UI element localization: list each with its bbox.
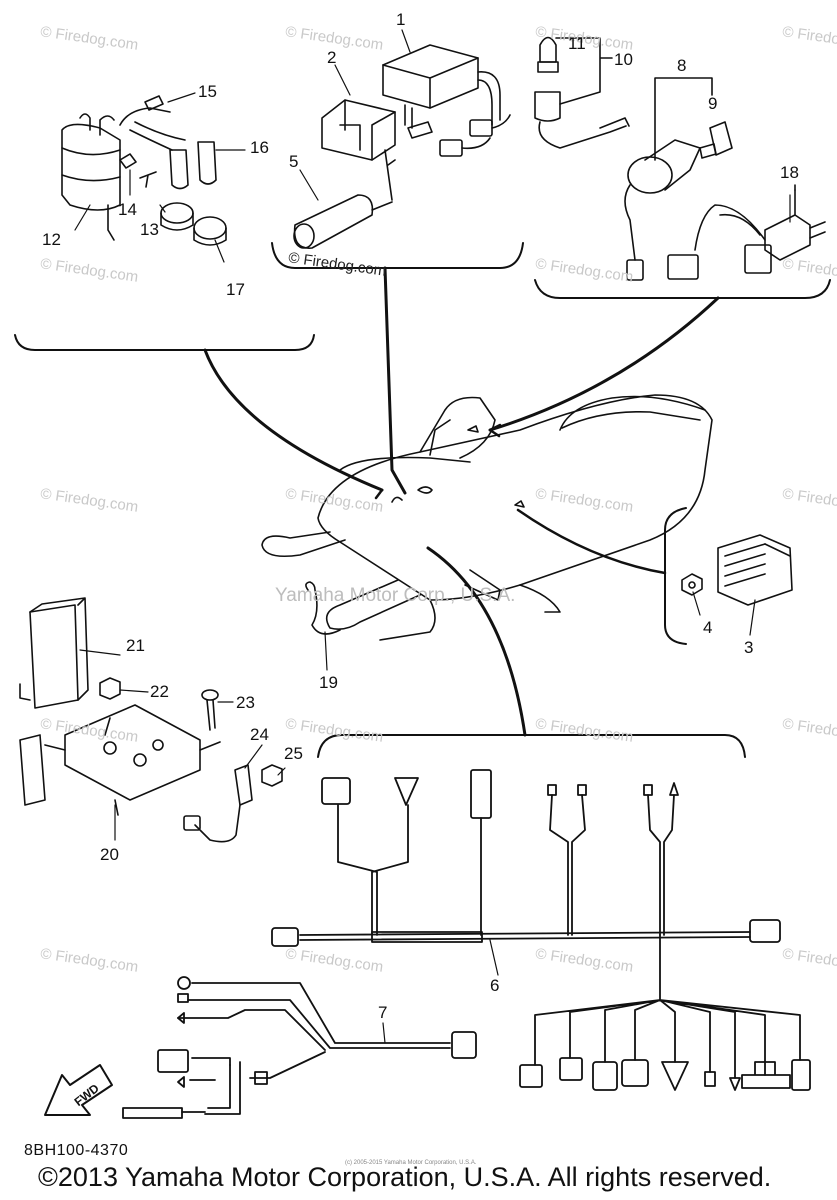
part-clip [305, 581, 341, 635]
part-number: 8BH100-4370 [24, 1142, 129, 1159]
center-watermark: Yamaha Motor Corp., U.S.A. [275, 585, 516, 606]
part-sub-harness [122, 976, 477, 1119]
part-cover [19, 597, 89, 709]
callout-9: 9 [708, 94, 718, 113]
part-mounting-bracket [19, 704, 221, 816]
part-screw [119, 153, 157, 188]
callout-1: 1 [396, 10, 406, 29]
callout-16: 16 [250, 138, 269, 157]
callout-15: 15 [198, 82, 217, 101]
part-ignition-coil [61, 107, 171, 241]
bracket-harness-group [317, 734, 746, 758]
snowmobile-outline [261, 394, 713, 641]
connector-pair [439, 114, 511, 157]
bracket-ignition-group [14, 334, 315, 351]
part-bolt [201, 689, 219, 731]
part-nut-22 [99, 677, 121, 700]
callout-20: 20 [100, 845, 119, 864]
callout-12: 12 [42, 230, 61, 249]
callout-4: 4 [703, 618, 713, 637]
tiny-note: (c) 2005-2015 Yamaha Motor Corporation, … [345, 1160, 477, 1166]
part-nut-25 [261, 764, 283, 787]
callout-17: 17 [226, 280, 245, 299]
callout-11: 11 [568, 34, 586, 53]
callout-7: 7 [378, 1003, 388, 1022]
part-nut [681, 573, 703, 596]
part-plug-caps [129, 95, 217, 190]
bracket-regulator-group [664, 507, 687, 645]
part-switch-cover [709, 121, 733, 156]
callout-2: 2 [327, 48, 337, 67]
callout-5: 5 [289, 152, 299, 171]
bracket-switch-group [534, 279, 831, 299]
callout-19: 19 [319, 673, 338, 692]
part-sensor [183, 764, 253, 843]
callout-21: 21 [126, 636, 145, 655]
fwd-arrow [44, 1064, 113, 1116]
callout-3: 3 [744, 638, 754, 657]
callout-8: 8 [677, 56, 687, 75]
part-capacitor [293, 149, 396, 249]
part-bulb-socket [534, 36, 630, 149]
callout-22: 22 [150, 682, 169, 701]
part-main-harness [271, 769, 811, 1091]
part-regulator [717, 534, 793, 606]
copyright: ©2013 Yamaha Motor Corporation, U.S.A. A… [38, 1162, 772, 1192]
callout-14: 14 [118, 200, 137, 219]
callout-10: 10 [614, 50, 633, 69]
callout-24: 24 [250, 725, 269, 744]
callout-6: 6 [490, 976, 500, 995]
part-cdi-box [382, 44, 501, 129]
callout-23: 23 [236, 693, 255, 712]
bracket-cdi-group [271, 242, 524, 269]
part-main-switch [624, 77, 717, 281]
part-coil-holder [321, 99, 433, 161]
part-dampers [160, 202, 227, 246]
callout-13: 13 [140, 220, 159, 239]
callout-25: 25 [284, 744, 303, 763]
callout-18: 18 [780, 163, 799, 182]
part-engine-stop-switch [667, 184, 826, 280]
